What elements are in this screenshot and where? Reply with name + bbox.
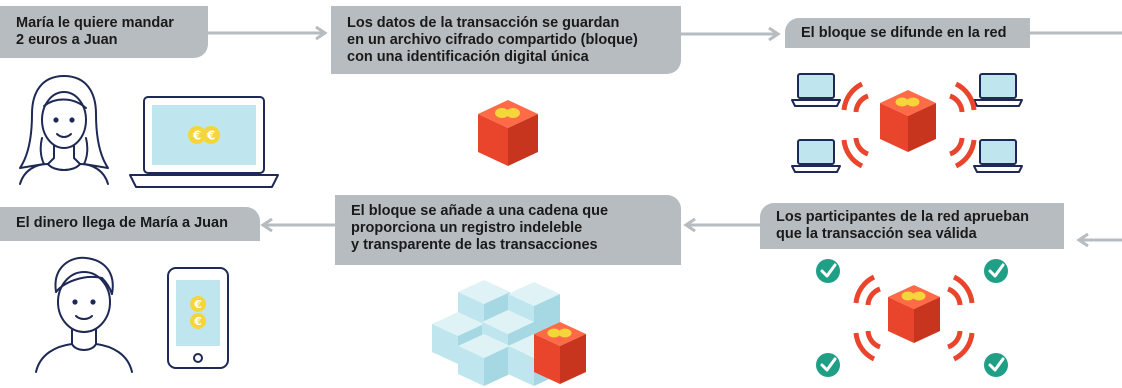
computer-icon bbox=[791, 139, 841, 173]
computer-icon bbox=[973, 139, 1023, 173]
step-4-text: Los participantes de la red aprueban que… bbox=[776, 209, 1030, 242]
svg-text:€: € bbox=[192, 129, 201, 143]
arrow-into-step4 bbox=[1076, 233, 1122, 247]
step-1-label: María le quiere mandar 2 euros a Juan bbox=[0, 6, 208, 58]
network-broadcast-illustration bbox=[791, 73, 1023, 173]
smartphone-icon: € € bbox=[167, 267, 229, 369]
step-1-text: María le quiere mandar 2 euros a Juan bbox=[16, 15, 174, 48]
signal-waves-icon bbox=[841, 81, 977, 169]
signal-waves-icon bbox=[853, 274, 975, 362]
computer-icon bbox=[973, 73, 1023, 107]
step-3-label: El bloque se difunde en la red bbox=[785, 18, 1030, 48]
laptop-icon: € € bbox=[129, 96, 279, 188]
red-block-icon bbox=[534, 322, 586, 384]
euro-coins-icon bbox=[495, 108, 520, 118]
step-4-label: Los participantes de la red aprueban que… bbox=[760, 203, 1064, 249]
step-6-label: El dinero llega de María a Juan bbox=[0, 207, 260, 241]
juan-avatar bbox=[35, 256, 133, 373]
step-3-text: El bloque se difunde en la red bbox=[801, 25, 1007, 41]
step-6-text: El dinero llega de María a Juan bbox=[16, 215, 228, 231]
arrow-step4-to-step5 bbox=[683, 218, 761, 232]
blockchain-stack-icon bbox=[432, 280, 586, 386]
svg-text:€: € bbox=[193, 298, 202, 311]
arrow-step1-to-step2 bbox=[208, 26, 328, 40]
arrow-step3-out bbox=[1030, 31, 1122, 35]
checkmark-icon bbox=[816, 353, 840, 377]
checkmark-icon bbox=[984, 353, 1008, 377]
computer-icon bbox=[791, 73, 841, 107]
svg-text:€: € bbox=[206, 129, 215, 143]
step-2-label: Los datos de la transacción se guardan e… bbox=[331, 6, 681, 74]
red-block-icon bbox=[888, 285, 940, 343]
step-5-text: El bloque se añade a una cadena que prop… bbox=[351, 203, 609, 253]
red-block-icon bbox=[478, 100, 538, 166]
red-block-icon bbox=[880, 90, 936, 152]
maria-avatar bbox=[19, 75, 109, 185]
step-2-text: Los datos de la transacción se guardan e… bbox=[347, 15, 638, 65]
euro-coins-icon: € € bbox=[188, 126, 220, 144]
step-5-label: El bloque se añade a una cadena que prop… bbox=[335, 195, 681, 265]
checkmark-icon bbox=[816, 259, 840, 283]
checkmark-icon bbox=[984, 259, 1008, 283]
arrow-step2-to-step3 bbox=[681, 27, 781, 41]
network-approval-illustration bbox=[816, 259, 1008, 377]
arrow-step5-to-step6 bbox=[260, 218, 336, 232]
svg-text:€: € bbox=[193, 315, 202, 328]
euro-coins-icon: € € bbox=[190, 296, 206, 329]
